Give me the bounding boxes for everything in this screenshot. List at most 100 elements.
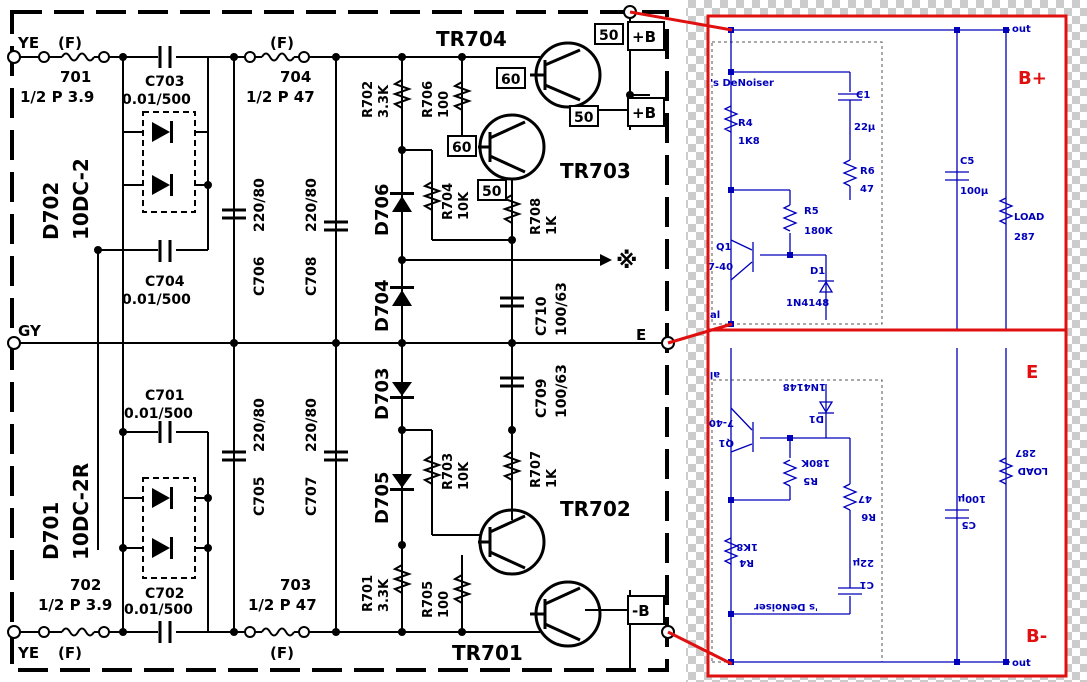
callout-box-b-minus: [706, 328, 1068, 678]
top-c5-value: 100µ: [960, 186, 989, 197]
r702-ref: R702: [361, 81, 376, 118]
top-q1: Q1: [716, 242, 732, 253]
input-bottom-label: YE: [17, 644, 39, 662]
fuse-top-value: 1/2 P 47: [246, 88, 315, 106]
input-bottom-ref: 702: [70, 576, 101, 594]
right-schematic-top: 's DeNoiser out C1 22µ R4 1K8 R6 47 C5 1…: [708, 16, 1066, 330]
c709-value: 100/63: [554, 364, 570, 418]
c708-ref: C708: [304, 257, 320, 297]
top-out-label: out: [1012, 24, 1031, 35]
c707-value: 220/80: [304, 398, 320, 452]
c701-value: 0.01/500: [124, 406, 193, 422]
callout-overlay: B+ E B-: [629, 10, 1068, 678]
c710-value: 100/63: [554, 282, 570, 336]
c702-ref: C702: [145, 586, 185, 602]
top-r6-value: 47: [860, 184, 874, 195]
c707-ref: C707: [304, 477, 320, 517]
pin-60-a: 60: [501, 72, 521, 88]
left-schematic: [7, 5, 675, 672]
bottom-r4-value: 1K8: [736, 541, 758, 552]
pin-60-b: 60: [452, 140, 472, 156]
input-top-fuse: (F): [58, 34, 82, 52]
r706-value: 100: [437, 91, 452, 118]
c702-value: 0.01/500: [124, 602, 193, 618]
bottom-d1: D1: [809, 413, 824, 424]
input-top-label: YE: [17, 34, 39, 52]
bottom-r6: R6: [861, 511, 876, 522]
top-r4: R4: [738, 118, 753, 129]
top-r6: R6: [860, 166, 875, 177]
r705-value: 100: [437, 591, 452, 618]
input-bottom-fuse: (F): [58, 644, 82, 662]
top-d1: D1: [810, 266, 825, 277]
tr703-label: TR703: [560, 159, 631, 183]
r702-value: 3.3K: [377, 84, 392, 118]
top-load: LOAD: [1014, 212, 1044, 223]
bottom-q1: Q1: [718, 437, 734, 448]
input-top-ref: 701: [60, 68, 91, 86]
d703-label: D703: [372, 367, 393, 420]
bottom-d1-part: 1N4148: [783, 381, 826, 392]
r701-value: 3.3K: [377, 578, 392, 612]
bottom-r5-value: 180K: [800, 457, 830, 468]
top-r5: R5: [804, 206, 819, 217]
fuse-bottom-value: 1/2 P 47: [248, 596, 317, 614]
bottom-r4: R4: [739, 557, 754, 568]
top-al: al: [710, 310, 720, 321]
top-c1-value: 22µ: [854, 122, 876, 133]
top-load-value: 287: [1014, 232, 1035, 243]
bottom-r6-value: 47: [858, 493, 872, 504]
callout-b-plus-label: B+: [1018, 68, 1047, 89]
top-c5: C5: [960, 156, 974, 167]
bottom-al: al: [710, 369, 720, 380]
bottom-c5-value: 100µ: [957, 493, 986, 504]
d706-label: D706: [372, 183, 393, 236]
right-schematic-bottom: 's DeNoiser out C1 22µ R4 1K8 R6 47 C5 1…: [708, 330, 1066, 676]
bottom-r5: R5: [803, 475, 818, 486]
terminal-plus-b-2: +B: [632, 104, 656, 122]
note-marker: ※: [616, 249, 637, 274]
pin-50-c: 50: [482, 184, 502, 200]
fuse-top-fuse: (F): [270, 34, 294, 52]
d705-label: D705: [372, 471, 393, 524]
input-bottom-value: 1/2 P 3.9: [38, 596, 112, 614]
r706-ref: R706: [421, 81, 436, 118]
r705-ref: R705: [421, 581, 436, 618]
r703-ref: R703: [441, 453, 456, 490]
c704-value: 0.01/500: [122, 292, 191, 308]
c709-ref: C709: [534, 379, 550, 419]
terminal-e: E: [636, 326, 646, 344]
bridge-bottom-part: 10DC-2R: [69, 463, 93, 560]
d704-label: D704: [372, 279, 393, 332]
callout-e-label: E: [1026, 362, 1038, 383]
gy-label: GY: [18, 322, 42, 340]
r707-value: 1K: [545, 468, 560, 488]
r703-value: 10K: [457, 461, 472, 490]
top-title: 's DeNoiser: [710, 78, 774, 89]
callout-b-minus-label: B-: [1026, 626, 1047, 647]
c705-ref: C705: [252, 477, 268, 517]
tr704-label: TR704: [436, 27, 507, 51]
c703-ref: C703: [145, 74, 185, 90]
bottom-out-label: out: [1012, 658, 1031, 669]
callout-line-e: [667, 322, 733, 345]
bottom-c5: C5: [962, 519, 976, 530]
tr701-label: TR701: [452, 641, 523, 665]
r704-value: 10K: [457, 191, 472, 220]
c706-ref: C706: [252, 257, 268, 297]
fuse-bottom-ref: 703: [280, 576, 311, 594]
bottom-c1-value: 22µ: [852, 557, 874, 568]
c706-value: 220/80: [252, 178, 268, 232]
terminal-minus-b: -B: [632, 602, 650, 620]
top-q1-type: 7-40: [708, 262, 733, 273]
bridge-top-ref: D702: [39, 182, 63, 240]
bottom-c1: C1: [860, 579, 874, 590]
bridge-bottom-ref: D701: [39, 502, 63, 560]
top-d1-part: 1N4148: [786, 298, 829, 309]
r704-ref: R704: [441, 183, 456, 220]
input-top-value: 1/2 P 3.9: [20, 88, 94, 106]
c704-ref: C704: [145, 274, 185, 290]
pin-50-b: 50: [574, 110, 594, 126]
callout-line-b-minus: [667, 630, 733, 666]
